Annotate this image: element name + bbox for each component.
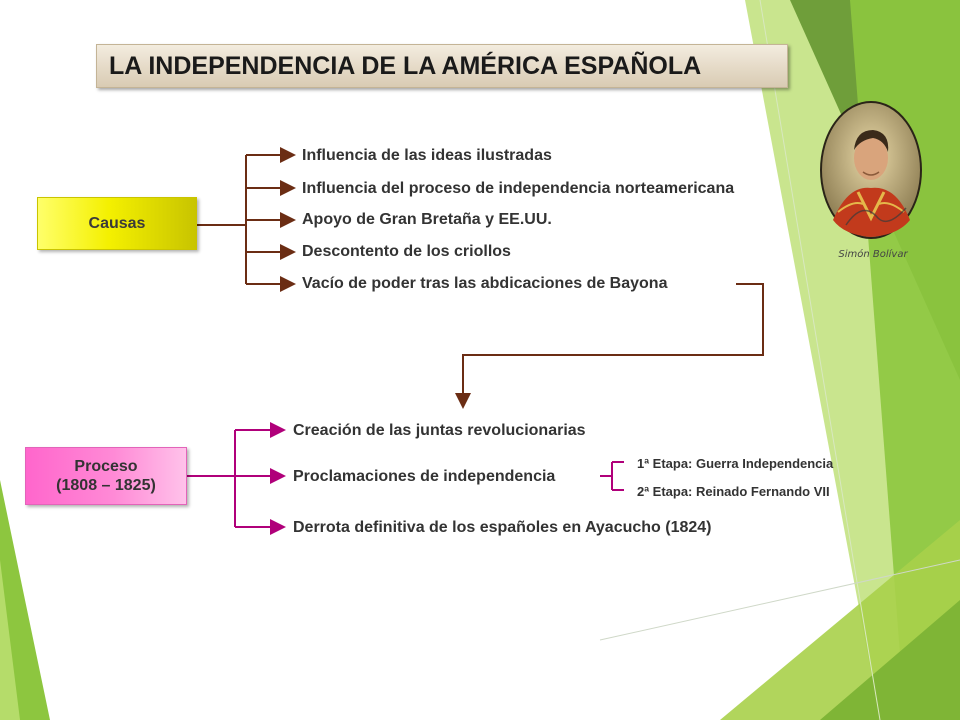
causa-item: Apoyo de Gran Bretaña y EE.UU. (302, 211, 552, 228)
proceso-dates: (1808 – 1825) (56, 477, 156, 494)
causa-item: Vacío de poder tras las abdicaciones de … (302, 275, 668, 292)
thin-diagonal-line-2 (599, 559, 960, 641)
proceso-item: Derrota definitiva de los españoles en A… (293, 519, 712, 536)
proceso-box: Proceso (1808 – 1825) (25, 447, 187, 505)
portrait-caption: Simón Bolívar (838, 249, 908, 260)
causa-item: Influencia de las ideas ilustradas (302, 147, 552, 164)
etapa-item: 2ª Etapa: Reinado Fernando VII (637, 484, 830, 499)
title-banner: LA INDEPENDENCIA DE LA AMÉRICA ESPAÑOLA (96, 44, 788, 88)
causas-label: Causas (88, 214, 146, 232)
etapa-item: 1ª Etapa: Guerra Independencia (637, 456, 834, 471)
proceso-label: Proceso (74, 458, 138, 475)
proceso-item: Creación de las juntas revolucionarias (293, 422, 586, 439)
causas-box: Causas (37, 197, 197, 250)
page-title: LA INDEPENDENCIA DE LA AMÉRICA ESPAÑOLA (109, 51, 702, 80)
bottom-right-shard-dark (820, 600, 960, 720)
bolivar-portrait-image (820, 101, 922, 239)
causa-item: Influencia del proceso de independencia … (302, 180, 735, 197)
causa-item: Descontento de los criollos (302, 243, 511, 260)
left-green-shard-light (0, 560, 20, 720)
proceso-item: Proclamaciones de independencia (293, 468, 556, 485)
thin-diagonal-line (759, 0, 881, 720)
